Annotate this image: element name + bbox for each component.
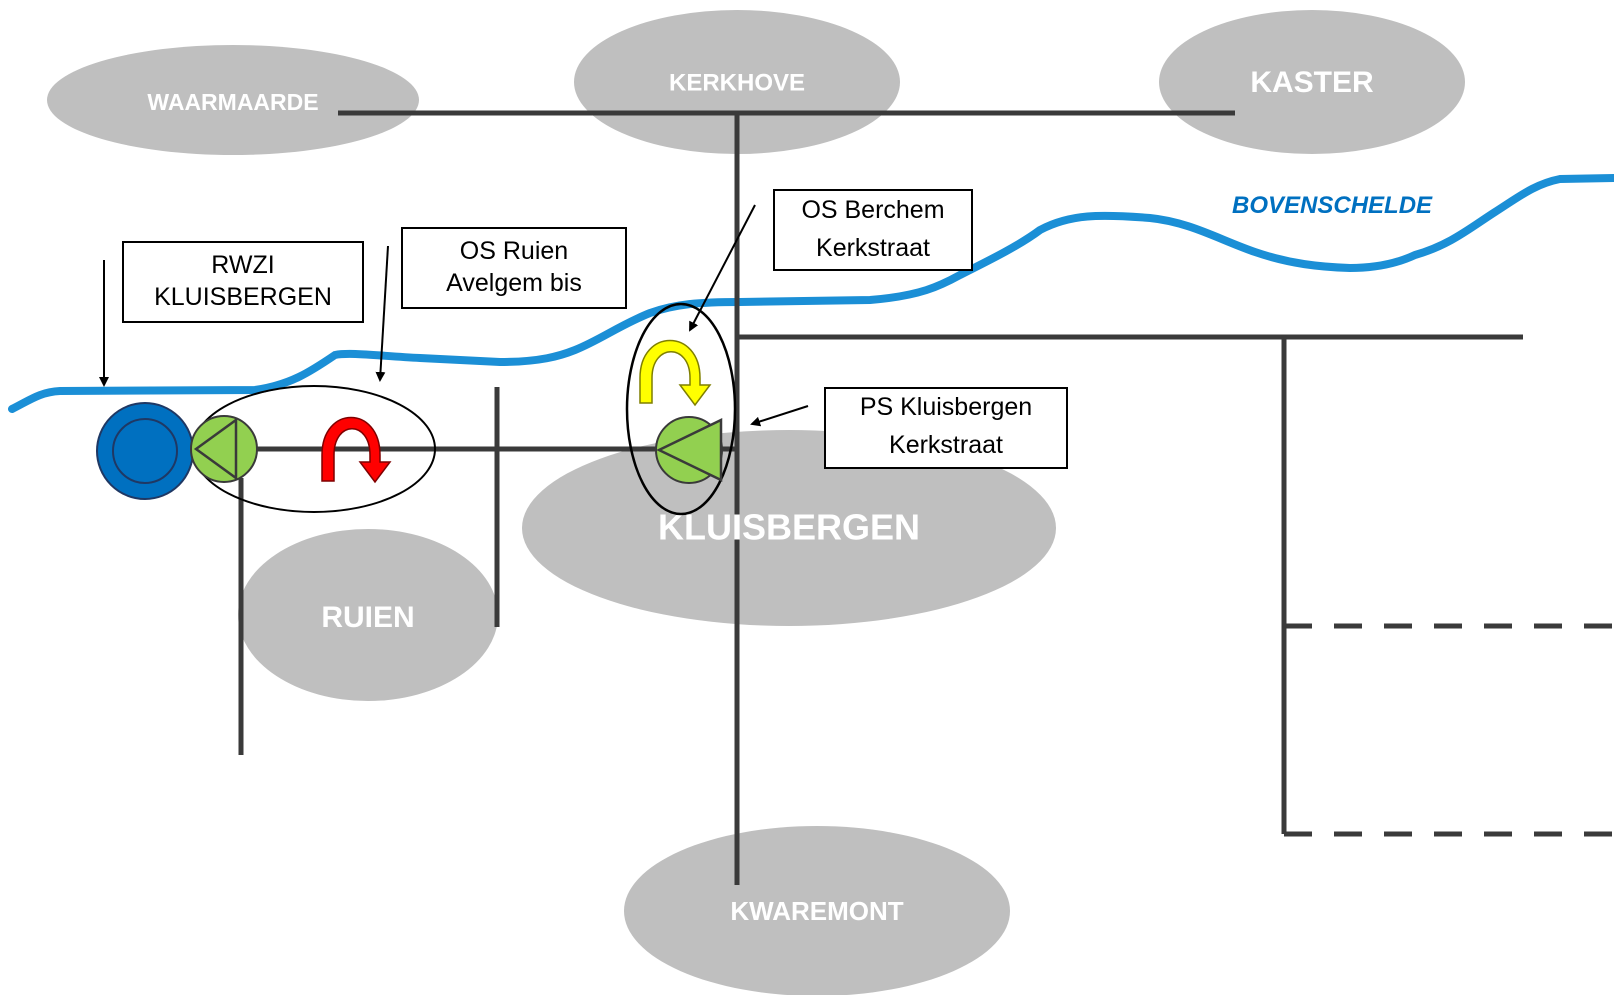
treatment-plant-icon <box>96 402 194 500</box>
town-ruien: RUIEN <box>238 529 498 701</box>
town-kerkhove-label: KERKHOVE <box>669 69 805 96</box>
town-kwaremont-label: KWAREMONT <box>730 896 903 926</box>
label-os-ruien-line1: OS Ruien <box>460 237 568 265</box>
overflow-ruien-icon <box>321 416 392 484</box>
town-kluisbergen <box>522 430 1056 626</box>
town-waarmaarde-label: WAARMAARDE <box>147 89 318 115</box>
river-name: BOVENSCHELDE <box>1232 192 1433 219</box>
label-rwzi-line1: RWZI <box>211 251 274 279</box>
label-os-ruien: OS Ruien Avelgem bis <box>401 227 627 309</box>
pointer-os-berchem <box>689 204 756 332</box>
pump-icon-kluisbergen <box>655 416 723 484</box>
town-kwaremont: KWAREMONT <box>624 826 1010 995</box>
label-os-berchem: OS Berchem Kerkstraat <box>773 189 973 271</box>
town-waarmaarde: WAARMAARDE <box>47 45 419 155</box>
town-kaster-label: KASTER <box>1250 66 1374 99</box>
river-bovenschelde <box>8 174 1614 413</box>
label-ps-kluisbergen: PS Kluisbergen Kerkstraat <box>824 387 1068 469</box>
overflow-berchem-icon <box>639 339 712 407</box>
label-rwzi-kluisbergen: RWZI KLUISBERGEN <box>122 241 364 323</box>
town-kaster: KASTER <box>1159 10 1465 154</box>
pump-icon-rwzi <box>190 415 258 483</box>
label-ps-kluisbergen-line2: Kerkstraat <box>889 431 1003 459</box>
pointer-ps-kluisbergen <box>750 405 809 427</box>
town-kerkhove: KERKHOVE <box>574 10 900 154</box>
town-ruien-label: RUIEN <box>321 601 414 634</box>
label-os-berchem-line1: OS Berchem <box>801 196 944 224</box>
label-os-berchem-line2: Kerkstraat <box>816 234 930 262</box>
label-rwzi-line2: KLUISBERGEN <box>154 283 332 311</box>
pointer-os-ruien <box>375 245 389 382</box>
label-ps-kluisbergen-line1: PS Kluisbergen <box>860 393 1032 421</box>
os-berchem-group-outline <box>625 302 737 516</box>
town-kluisbergen-label: KLUISBERGEN <box>658 507 920 548</box>
label-os-ruien-line2: Avelgem bis <box>446 269 582 297</box>
